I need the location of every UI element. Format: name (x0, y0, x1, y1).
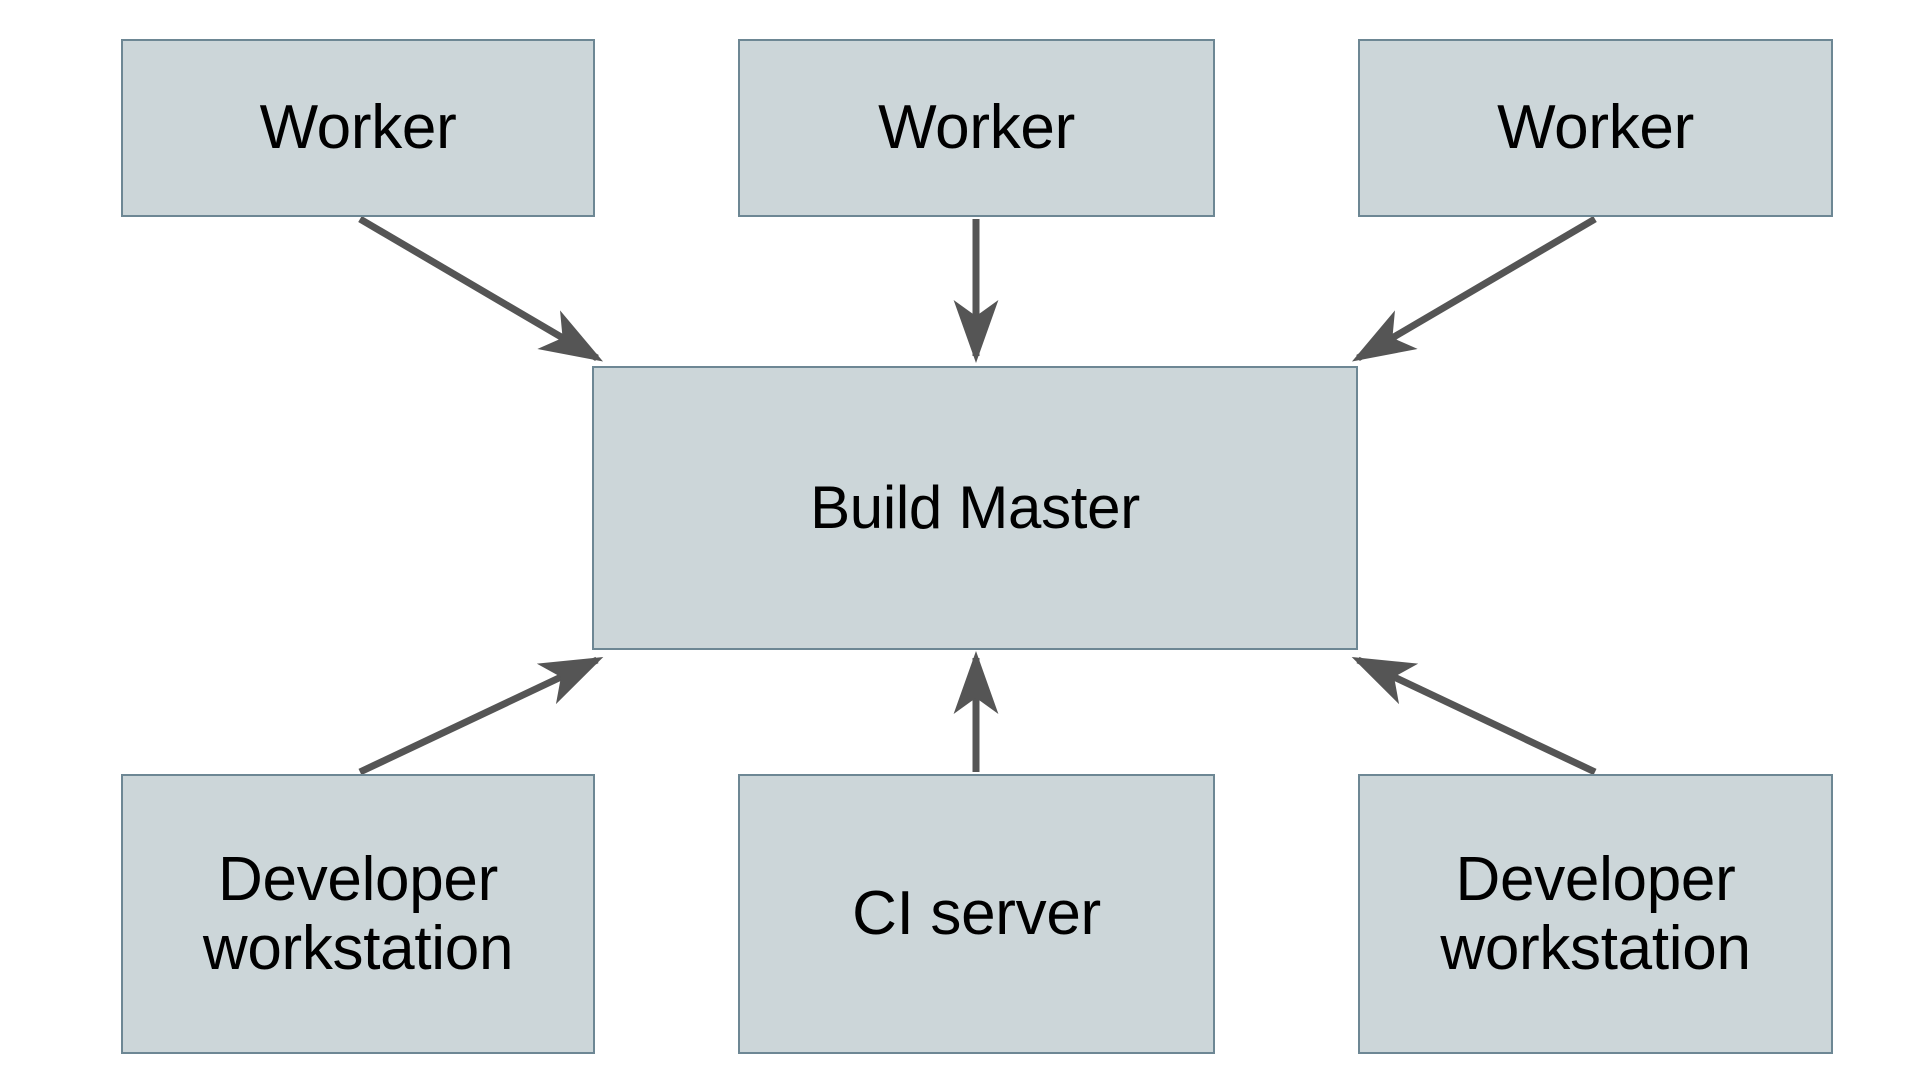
node-developer-workstation-right[interactable]: Developer workstation (1358, 774, 1833, 1054)
node-worker-2[interactable]: Worker (738, 39, 1215, 217)
edge-dev-ws-left-to-build-master (358, 656, 604, 776)
node-developer-workstation-left[interactable]: Developer workstation (121, 774, 595, 1054)
node-worker-3[interactable]: Worker (1358, 39, 1833, 217)
node-build-master[interactable]: Build Master (592, 366, 1358, 650)
node-label-developer-workstation-right: Developer workstation (1440, 844, 1751, 983)
node-ci-server[interactable]: CI server (738, 774, 1215, 1054)
node-worker-1[interactable]: Worker (121, 39, 595, 217)
node-label-ci-server: CI server (852, 879, 1101, 949)
edge-worker-1-to-build-master (358, 215, 604, 362)
node-label-build-master: Build Master (810, 474, 1140, 542)
node-label-worker-1: Worker (259, 93, 457, 163)
edge-worker-3-to-build-master (1351, 215, 1597, 362)
edge-dev-ws-right-to-build-master (1351, 656, 1597, 776)
node-label-worker-2: Worker (878, 93, 1075, 163)
node-label-worker-3: Worker (1497, 93, 1694, 163)
node-label-developer-workstation-left: Developer workstation (202, 844, 514, 983)
